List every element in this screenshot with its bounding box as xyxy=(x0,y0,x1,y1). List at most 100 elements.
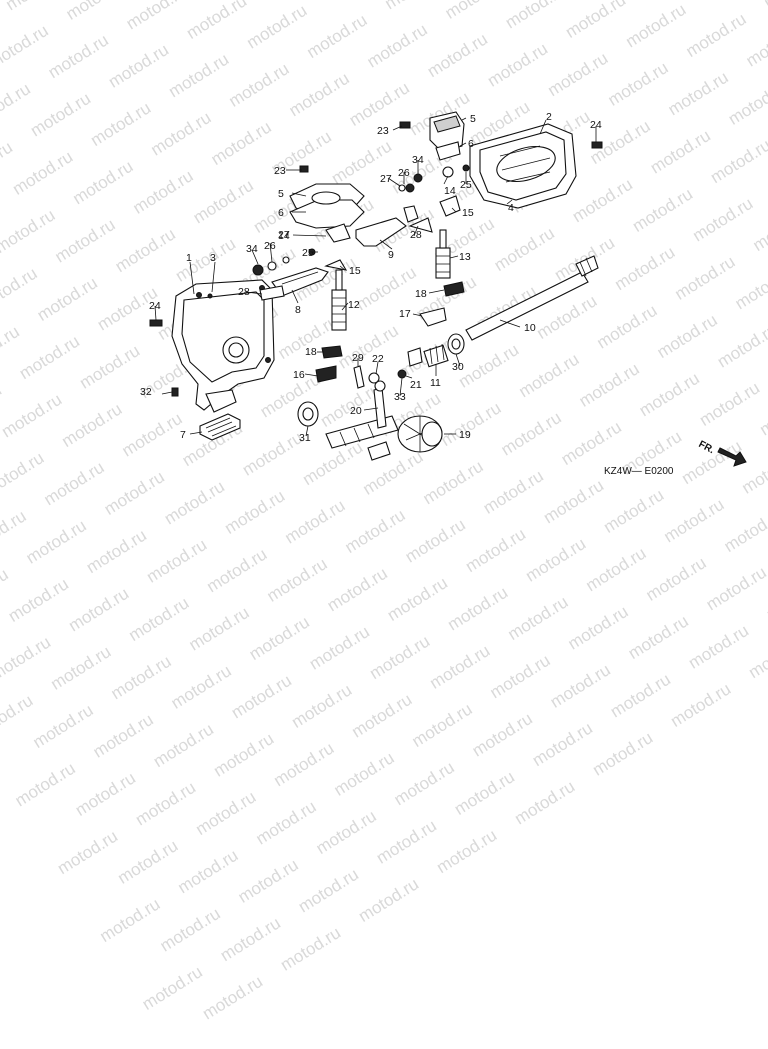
watermark-text: motod.ru xyxy=(763,572,768,624)
callout-12: 12 xyxy=(348,299,360,311)
callout-15-left: 15 xyxy=(349,265,361,277)
watermark-text: motod.ru xyxy=(348,689,416,742)
front-direction-indicator: FR. xyxy=(697,439,747,467)
watermark-text: motod.ru xyxy=(685,620,752,673)
callout-23-top: 23 xyxy=(377,125,389,137)
callout-25-right: 25 xyxy=(460,179,472,191)
watermark-text: motod.ru xyxy=(132,777,200,830)
callout-3: 3 xyxy=(210,252,216,264)
watermark-text: motod.ru xyxy=(528,718,596,771)
spring-part-13 xyxy=(435,229,451,279)
watermark-text: motod.ru xyxy=(270,738,338,791)
watermark-text: motod.ru xyxy=(252,796,320,849)
watermark-text: motod.ru xyxy=(383,573,451,625)
callout-28-right: 28 xyxy=(410,229,422,241)
callout-32: 32 xyxy=(140,386,152,398)
watermark-text: motod.ru xyxy=(216,913,284,966)
watermark-text: motod.ru xyxy=(125,593,193,645)
watermark-text: motod.ru xyxy=(372,815,440,868)
bracket-part-9 xyxy=(355,205,419,247)
watermark-text: motod.ru xyxy=(71,768,139,820)
watermark-text: motod.ru xyxy=(305,621,373,674)
watermark-text: motod.ru xyxy=(426,641,494,693)
watermark-text: motod.ru xyxy=(114,836,182,888)
callout-5-mid: 5 xyxy=(278,188,284,200)
callout-34-left: 34 xyxy=(246,243,258,255)
watermark-text: motod.ru xyxy=(185,602,253,655)
callout-6-top: 6 xyxy=(468,138,474,150)
callout-15-right: 15 xyxy=(462,207,474,219)
callout-24-left: 24 xyxy=(149,300,161,312)
callout-10: 10 xyxy=(524,322,536,334)
watermark-text: motod.ru xyxy=(167,661,235,713)
cap-part-5-top xyxy=(429,111,465,161)
callout-31: 31 xyxy=(299,432,311,444)
watermark-text: motod.ru xyxy=(65,583,133,636)
watermark-text: motod.ru xyxy=(330,748,398,800)
callout-2: 2 xyxy=(546,111,552,123)
callout-11: 11 xyxy=(430,377,441,389)
watermark-text: motod.ru xyxy=(468,708,536,761)
callout-34-top: 34 xyxy=(412,154,424,166)
callout-14-right: 14 xyxy=(444,185,456,197)
watermark-text: motod.ru xyxy=(433,825,501,878)
diagram-code: KZ4W— E0200 xyxy=(604,466,674,477)
fr-arrow-icon xyxy=(717,447,747,467)
watermark-text: motod.ru xyxy=(745,630,768,683)
leader-lines xyxy=(154,117,597,437)
callout-13: 13 xyxy=(459,251,471,263)
callout-20: 20 xyxy=(350,405,362,417)
callout-8: 8 xyxy=(295,304,301,316)
watermark-text: motod.ru xyxy=(450,767,518,819)
callout-numbers: 1 2 3 4 5 5 6 6 7 8 9 10 11 12 13 14 14 … xyxy=(140,111,602,444)
callout-19: 19 xyxy=(459,429,471,441)
callout-22: 22 xyxy=(372,353,384,365)
callout-7: 7 xyxy=(180,429,186,441)
watermark-text: motod.ru xyxy=(149,719,217,772)
watermark-text: motod.ru xyxy=(210,729,278,781)
watermark-text: motod.ru xyxy=(245,612,313,665)
gear-part-11 xyxy=(423,343,449,368)
watermark-text: motod.ru xyxy=(11,758,79,811)
watermark-text: motod.ru xyxy=(234,855,302,907)
callout-25-left: 25 xyxy=(302,247,314,259)
callout-28-left: 28 xyxy=(238,286,250,298)
callout-26-left: 26 xyxy=(264,240,276,252)
watermark-text: motod.ru xyxy=(486,650,554,703)
bearing-part-30 xyxy=(447,333,465,355)
watermark-text: motod.ru xyxy=(0,632,55,685)
watermark-text: motod.ru xyxy=(199,971,267,1024)
watermark-text: motod.ru xyxy=(366,631,434,684)
watermark-text: motod.ru xyxy=(564,601,632,654)
watermark-text: motod.ru xyxy=(4,574,72,626)
callout-30: 30 xyxy=(452,361,464,373)
callout-14-left: 14 xyxy=(278,230,290,242)
callout-1: 1 xyxy=(186,252,192,264)
watermark-text: motod.ru xyxy=(0,690,37,743)
callout-18-left: 18 xyxy=(305,346,317,358)
watermark-text: motod.ru xyxy=(589,727,657,780)
watermark-text: motod.ru xyxy=(29,700,97,753)
watermark-text: motod.ru xyxy=(546,660,614,712)
callout-21: 21 xyxy=(410,379,422,391)
watermark-text: motod.ru xyxy=(511,776,579,829)
bearing-part-31 xyxy=(297,401,319,427)
callout-16: 16 xyxy=(293,369,305,381)
exploded-parts-diagram: 1 2 3 4 5 5 6 6 7 8 9 10 11 12 13 14 14 … xyxy=(140,111,747,477)
watermark-text: motod.ru xyxy=(192,787,260,839)
watermark-text: motod.ru xyxy=(444,582,512,635)
watermark-text: motod.ru xyxy=(156,903,224,956)
watermark-text: motod.ru xyxy=(408,699,476,752)
spring-part-12 xyxy=(331,269,347,331)
watermark-text: motod.ru xyxy=(312,806,380,859)
callout-26-top: 26 xyxy=(398,167,410,179)
callout-17: 17 xyxy=(399,308,411,320)
cover-part-2 xyxy=(469,123,577,209)
watermark-text: motod.ru xyxy=(89,709,157,762)
callout-4: 4 xyxy=(508,202,514,214)
watermark-text: motod.ru xyxy=(667,679,735,731)
watermark-text: motod.ru xyxy=(288,680,356,732)
watermark-text: motod.ru xyxy=(606,669,674,722)
callout-29: 29 xyxy=(352,352,364,364)
pedal-pad-part-7 xyxy=(199,413,241,441)
